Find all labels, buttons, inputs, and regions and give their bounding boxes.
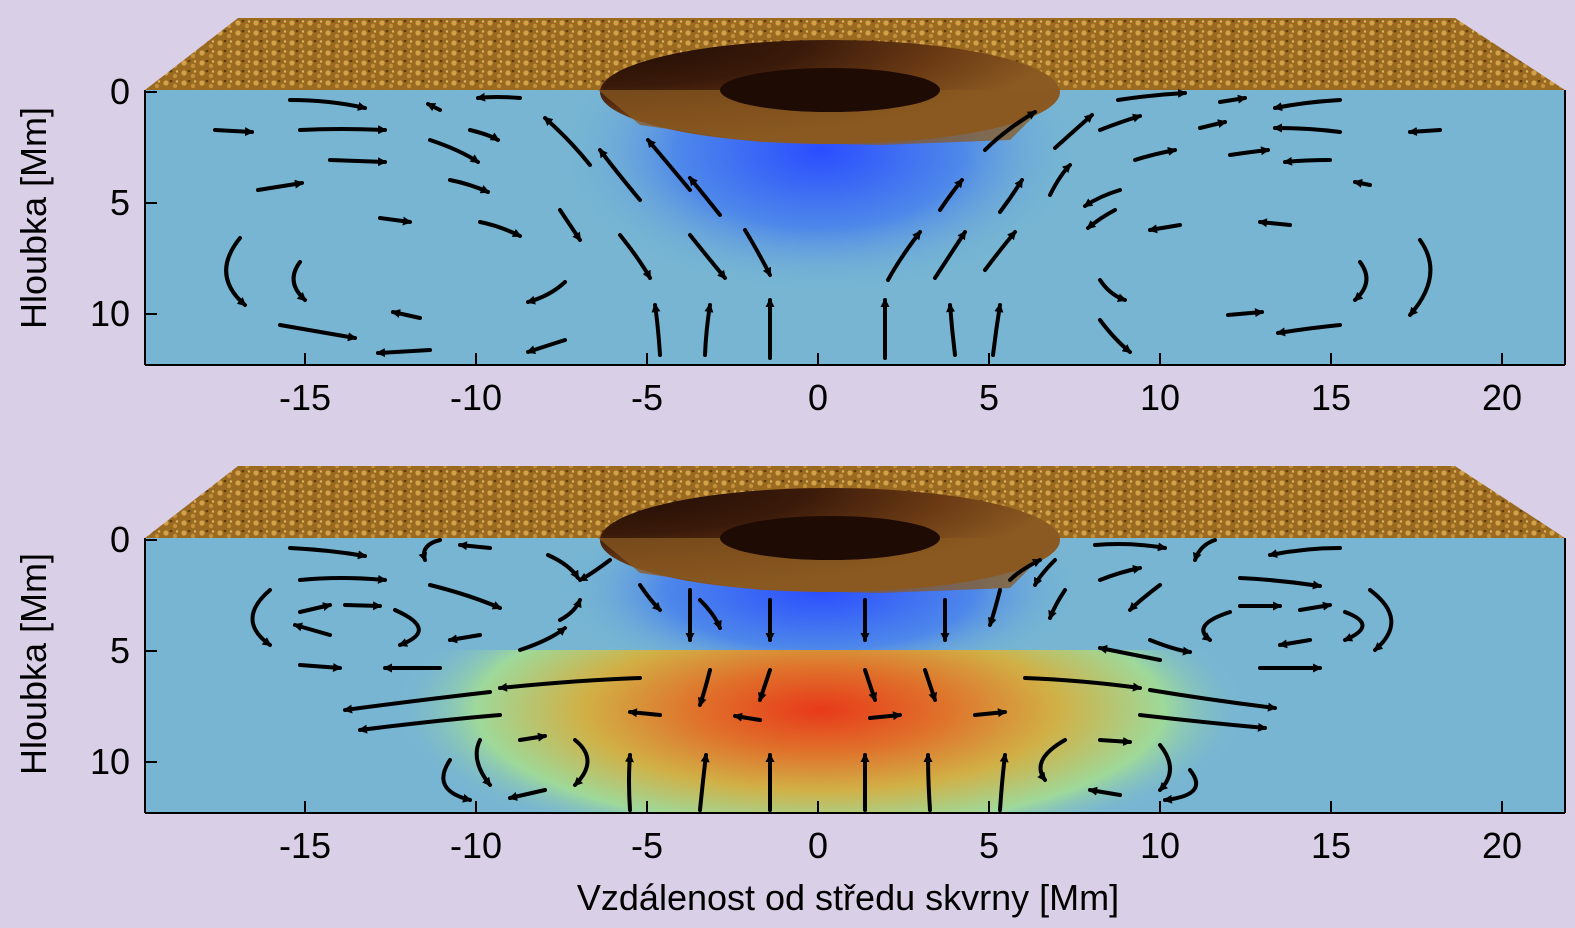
x-tick-label: 15: [1311, 825, 1351, 866]
x-tick-label: 20: [1482, 825, 1522, 866]
x-tick-label: 0: [808, 377, 828, 418]
y-tick-label: 0: [110, 519, 130, 560]
x-tick-label: 10: [1140, 825, 1180, 866]
panel-bottom: -15 -10 -5 0 5 10 15 20 0 5 10: [90, 466, 1566, 866]
x-tick-label: 10: [1140, 377, 1180, 418]
panel-top: -15 -10 -5 0 5 10 15 20 0 5 10: [90, 18, 1566, 418]
y-tick-label: 5: [110, 630, 130, 671]
y-tick-label: 10: [90, 741, 130, 782]
y-tick-label: 10: [90, 293, 130, 334]
x-axis-ticks: -15 -10 -5 0 5 10 15 20: [279, 353, 1522, 418]
x-tick-label: 0: [808, 825, 828, 866]
x-tick-label: 5: [979, 377, 999, 418]
flow-arrows: [213, 88, 1442, 360]
y-axis-label-top: Hloubka [Mm]: [13, 107, 54, 329]
x-tick-label: -15: [279, 377, 331, 418]
flow-arrows: [250, 538, 1394, 812]
x-tick-label: 5: [979, 825, 999, 866]
x-tick-label: -15: [279, 825, 331, 866]
x-axis-ticks: -15 -10 -5 0 5 10 15 20: [279, 801, 1522, 866]
x-tick-label: -10: [450, 377, 502, 418]
y-axis-ticks: 0 5 10: [90, 519, 157, 782]
x-tick-label: -5: [631, 825, 663, 866]
x-tick-label: -10: [450, 825, 502, 866]
x-axis-label: Vzdálenost od středu skvrny [Mm]: [577, 877, 1119, 918]
x-tick-label: 20: [1482, 377, 1522, 418]
y-tick-label: 0: [110, 71, 130, 112]
x-tick-label: -5: [631, 377, 663, 418]
x-tick-label: 15: [1311, 377, 1351, 418]
y-axis-ticks: 0 5 10: [90, 71, 157, 334]
y-tick-label: 5: [110, 182, 130, 223]
y-axis-label-bottom: Hloubka [Mm]: [13, 553, 54, 775]
